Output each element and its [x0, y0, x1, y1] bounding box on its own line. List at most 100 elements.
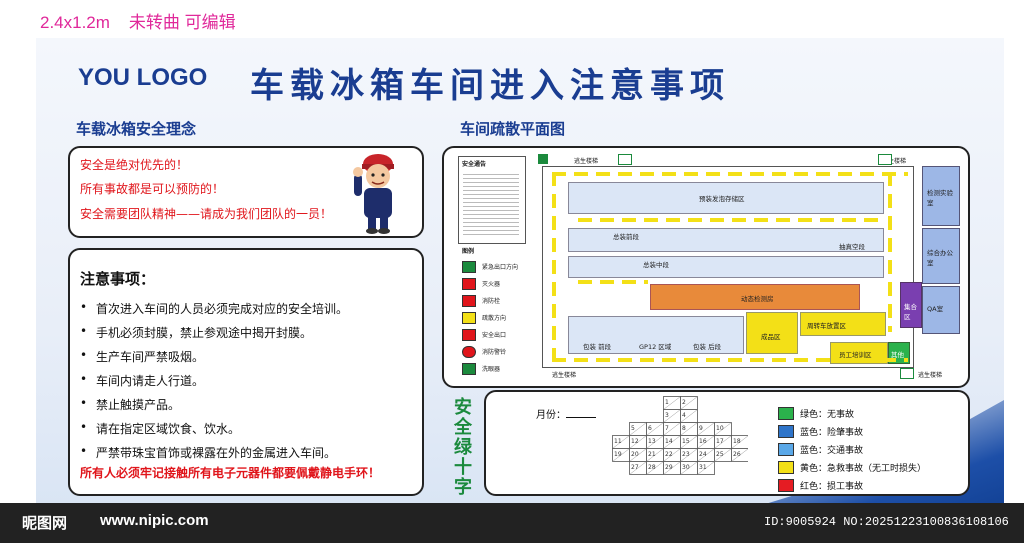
room-lab: 检测实验室: [922, 166, 960, 226]
day-cell-diagonal: [646, 448, 664, 462]
assembly-point: 集合区: [900, 282, 922, 328]
legend-label: 消防栓: [482, 298, 501, 305]
safety-concept-panel: 安全是绝对优先的！ 所有事故都是可以预防的！ 安全需要团队精神——请成为我们团队…: [68, 146, 424, 238]
day-number: 23: [682, 451, 690, 458]
day-number: 7: [665, 425, 669, 432]
day-cell-diagonal: [714, 422, 732, 436]
list-item: 生产车间严禁吸烟。: [74, 348, 414, 372]
evacuation-route-mid: [578, 218, 878, 222]
day-cell-diagonal: [697, 422, 715, 436]
evacuation-route-inner: [578, 280, 648, 284]
watermark-url: www.nipic.com: [100, 512, 209, 529]
day-cell-diagonal: [629, 448, 647, 462]
day-number: 3: [665, 412, 669, 419]
room-label: 综合办公室: [927, 249, 953, 267]
top-strip: [0, 0, 1024, 36]
zone-label: 总装前段: [613, 233, 639, 241]
day-cell-diagonal: [663, 461, 681, 475]
day-number: 15: [682, 438, 690, 445]
day-number: 27: [631, 464, 639, 471]
zone-label: 其他: [891, 351, 904, 359]
floor-plan-heading: 车间疏散平面图: [460, 120, 566, 138]
safety-exit-icon: [462, 328, 476, 341]
legend-yellow: 黄色：急救事故（无工时损失）: [778, 458, 926, 476]
day-cell-diagonal: [629, 422, 647, 436]
room-label: QA室: [927, 305, 944, 313]
notice-text-lines: [463, 171, 519, 237]
list-item: 车间内请走人行道。: [74, 372, 414, 396]
day-number: 14: [665, 438, 673, 445]
day-cell-diagonal: [663, 435, 681, 449]
day-number: 26: [733, 451, 741, 458]
day-cell-diagonal: [714, 448, 732, 462]
day-cell-diagonal: [646, 422, 664, 436]
zone-final-mid: 总装中段: [568, 256, 884, 278]
exit-label-top-right: 逃生楼梯: [882, 158, 907, 165]
zone-turnover: 周转车放置区: [800, 312, 886, 336]
day-cell-diagonal: [680, 435, 698, 449]
legend-hydrant: 消防栓: [462, 292, 518, 309]
size-text: 2.4x1.2m: [40, 13, 110, 32]
legend-label: 绿色：无事故: [800, 409, 855, 420]
day-cell-diagonal: [680, 461, 698, 475]
day-number: 11: [614, 438, 622, 445]
notice-title: 安全通告: [462, 161, 487, 168]
legend-label: 灭火器: [482, 281, 501, 288]
legend-evacuation: 疏散方向: [462, 309, 518, 326]
day-number: 6: [648, 425, 652, 432]
logo: YOU LOGO: [78, 64, 208, 91]
month-blank: [566, 417, 596, 418]
zone-finished: 成品区: [746, 312, 798, 354]
legend-eyewash: 洗眼器: [462, 360, 518, 377]
legend-label: 蓝色：交通事故: [800, 445, 864, 456]
day-cell-diagonal: [697, 461, 715, 475]
day-number: 28: [648, 464, 656, 471]
zone-label: 总装中段: [643, 261, 669, 269]
map-legend: 紧急出口方向 灭火器 消防栓 疏散方向 安全出口 消防警铃 洗眼器: [462, 258, 518, 377]
legend-label: 洗眼器: [482, 366, 501, 373]
zone-dynamic-test: 动态检测房: [650, 284, 860, 310]
day-cell-diagonal: [680, 422, 698, 436]
day-cell-diagonal: [646, 461, 664, 475]
legend-label: 安全出口: [482, 332, 507, 339]
day-cell-diagonal: [663, 422, 681, 436]
legend-label: 蓝色：险肇事故: [800, 427, 864, 438]
day-cell-diagonal: [714, 435, 732, 449]
day-cell-diagonal: [663, 409, 681, 423]
hydrant-icon: [462, 294, 476, 307]
zone-label: 包装 前段: [583, 343, 612, 351]
day-cell-diagonal: [612, 435, 630, 449]
legend-exit-direction: 紧急出口方向: [462, 258, 518, 275]
safety-concept-heading: 车载冰箱安全理念: [76, 120, 197, 138]
exit-label-top-left: 逃生楼梯: [574, 158, 599, 165]
zone-label: GP12 区域: [639, 343, 672, 351]
legend-swatch: [778, 406, 794, 420]
zone-label: 包装 后段: [693, 343, 722, 351]
day-number: 1: [665, 399, 669, 406]
evacuation-route-left: [552, 172, 556, 362]
day-number: 9: [699, 425, 703, 432]
size-note: 2.4x1.2m 未转曲 可编辑: [40, 8, 236, 33]
list-item: 严禁带珠宝首饰或裸露在外的金属进入车间。: [74, 444, 414, 468]
evacuation-route-top: [552, 172, 908, 176]
floor-plan-panel: 安全通告 图例 紧急出口方向 灭火器 消防栓 疏散方向 安全出口 消防警铃 洗眼…: [442, 146, 970, 388]
day-number: 12: [631, 438, 639, 445]
eyewash-icon: [462, 362, 476, 375]
evacuation-route-right: [888, 172, 892, 332]
zone-pre-foam: 预装发泡存储区: [568, 182, 884, 214]
day-cell-diagonal: [680, 396, 698, 410]
day-number: 21: [648, 451, 656, 458]
day-number: 10: [716, 425, 724, 432]
assembly-label: 集合区: [904, 303, 917, 321]
concept-line-3: 安全需要团队精神——请成为我们团队的一员！: [80, 207, 333, 221]
day-cell-diagonal: [646, 435, 664, 449]
day-number: 31: [699, 464, 707, 471]
legend-label: 黄色：急救事故（无工时损失）: [800, 463, 927, 474]
zone-label: 预装发泡存储区: [699, 195, 745, 203]
day-number: 18: [733, 438, 741, 445]
day-number: 24: [699, 451, 707, 458]
day-number: 16: [699, 438, 707, 445]
safety-cross-vertical-title: 安全绿十字: [454, 397, 472, 498]
